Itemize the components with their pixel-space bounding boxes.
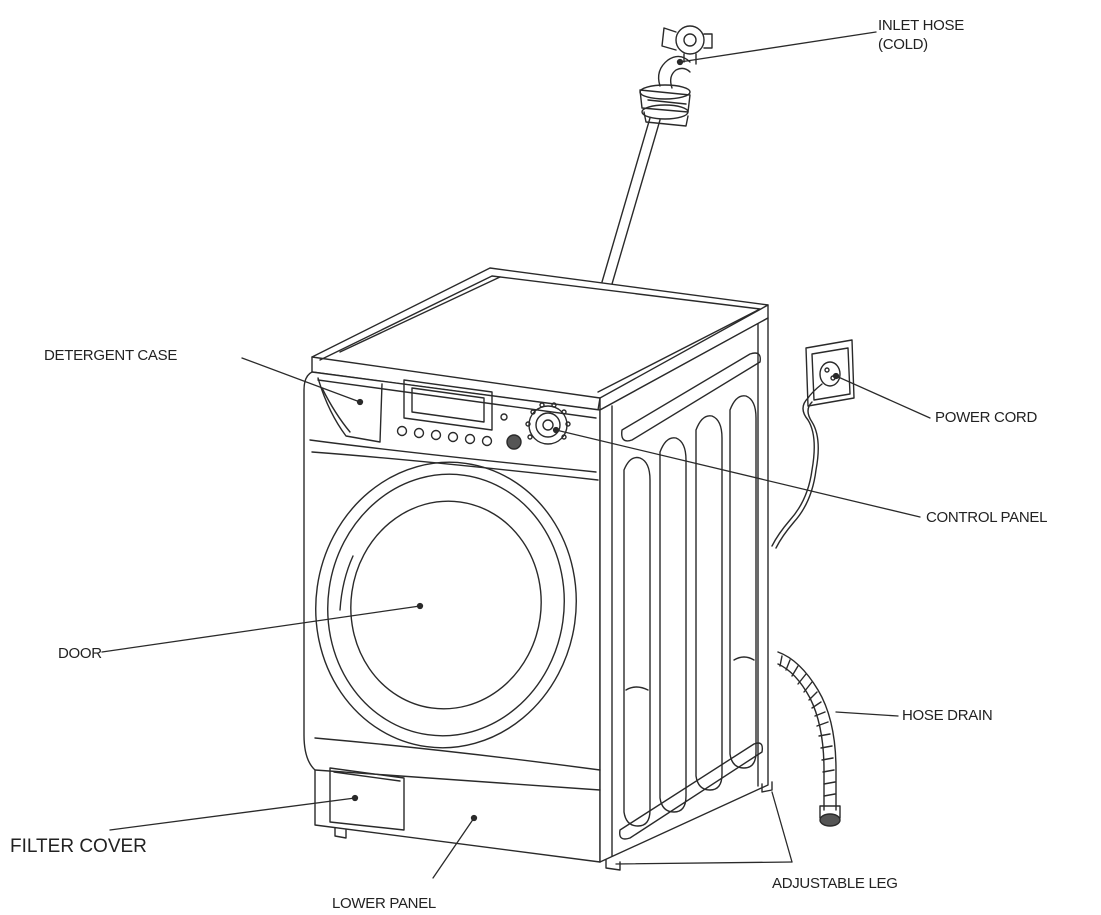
leader-lines bbox=[101, 31, 931, 879]
label-lower-panel: LOWER PANEL bbox=[332, 895, 436, 912]
label-inlet-hose: INLET HOSE (COLD) bbox=[878, 16, 964, 54]
machine-body bbox=[303, 267, 773, 871]
label-power-cord: POWER CORD bbox=[935, 409, 1038, 426]
drain-hose bbox=[777, 651, 841, 827]
label-filter-cover: FILTER COVER bbox=[10, 836, 147, 857]
label-door: DOOR bbox=[58, 645, 102, 662]
label-control-panel: CONTROL PANEL bbox=[926, 509, 1048, 526]
label-adjustable-leg: ADJUSTABLE LEG bbox=[772, 875, 898, 892]
label-inlet-hose-line1: INLET HOSE bbox=[878, 17, 964, 34]
label-hose-drain: HOSE DRAIN bbox=[902, 707, 993, 724]
label-detergent-case: DETERGENT CASE bbox=[44, 347, 178, 364]
inlet-hose bbox=[601, 25, 713, 285]
power-cord bbox=[771, 339, 855, 549]
label-inlet-hose-line2: (COLD) bbox=[878, 36, 928, 53]
